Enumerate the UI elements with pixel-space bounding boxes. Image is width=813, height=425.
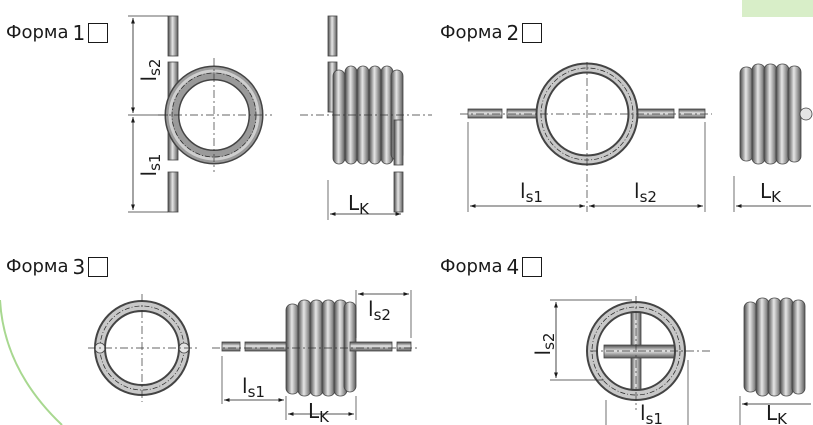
form-3-front-view — [88, 294, 198, 402]
form-1-ls2-label: ls2 — [137, 59, 164, 82]
form-4-side-view — [739, 297, 811, 425]
form-4-checkbox[interactable] — [522, 257, 543, 277]
form-2-word: Форма — [440, 22, 503, 43]
form-3-side-view — [212, 290, 420, 420]
form-1-lk-label: LK — [348, 191, 370, 218]
form-2-front-view — [460, 62, 712, 212]
form-1-number: 1 — [72, 21, 86, 45]
form-4-number: 4 — [506, 255, 520, 279]
form-1-ls1-label: ls1 — [137, 154, 164, 177]
form-4-word: Форма — [440, 256, 503, 277]
form-3-number: 3 — [72, 255, 86, 279]
form-4-ls1-label: ls1 — [640, 401, 663, 425]
form-2-checkbox[interactable] — [522, 23, 543, 43]
form-3-ls2-label: ls2 — [368, 297, 391, 324]
form-4-label: Форма 4 — [440, 255, 543, 279]
form-2-ls2-label: ls2 — [634, 179, 657, 206]
svg-text:ls1: ls1 — [137, 154, 164, 177]
form-1-checkbox[interactable] — [88, 23, 109, 43]
form-1-side-view — [300, 15, 432, 220]
svg-text:ls2: ls2 — [137, 59, 164, 82]
decorative-arc — [0, 299, 63, 425]
form-3-ls1-label: ls1 — [242, 374, 265, 401]
form-2-number: 2 — [506, 21, 520, 45]
corner-accent-tab — [742, 0, 813, 17]
form-4-lk-label: LK — [766, 401, 788, 425]
form-2-lk-label: LK — [760, 179, 782, 206]
form-2-side-view — [733, 63, 813, 212]
form-3-lk-label: LK — [308, 399, 330, 425]
form-4-ls2-label: ls2 — [531, 333, 558, 356]
form-2-ls1-label: ls1 — [520, 179, 543, 206]
form-3-checkbox[interactable] — [88, 257, 109, 277]
form-1-front-view — [128, 15, 272, 213]
form-3-label: Форма 3 — [6, 255, 109, 279]
svg-text:ls2: ls2 — [531, 333, 558, 356]
form-4-front-view — [550, 296, 712, 425]
form-3-word: Форма — [6, 256, 69, 277]
form-1-word: Форма — [6, 22, 69, 43]
form-2-label: Форма 2 — [440, 21, 543, 45]
form-1-label: Форма 1 — [6, 21, 109, 45]
